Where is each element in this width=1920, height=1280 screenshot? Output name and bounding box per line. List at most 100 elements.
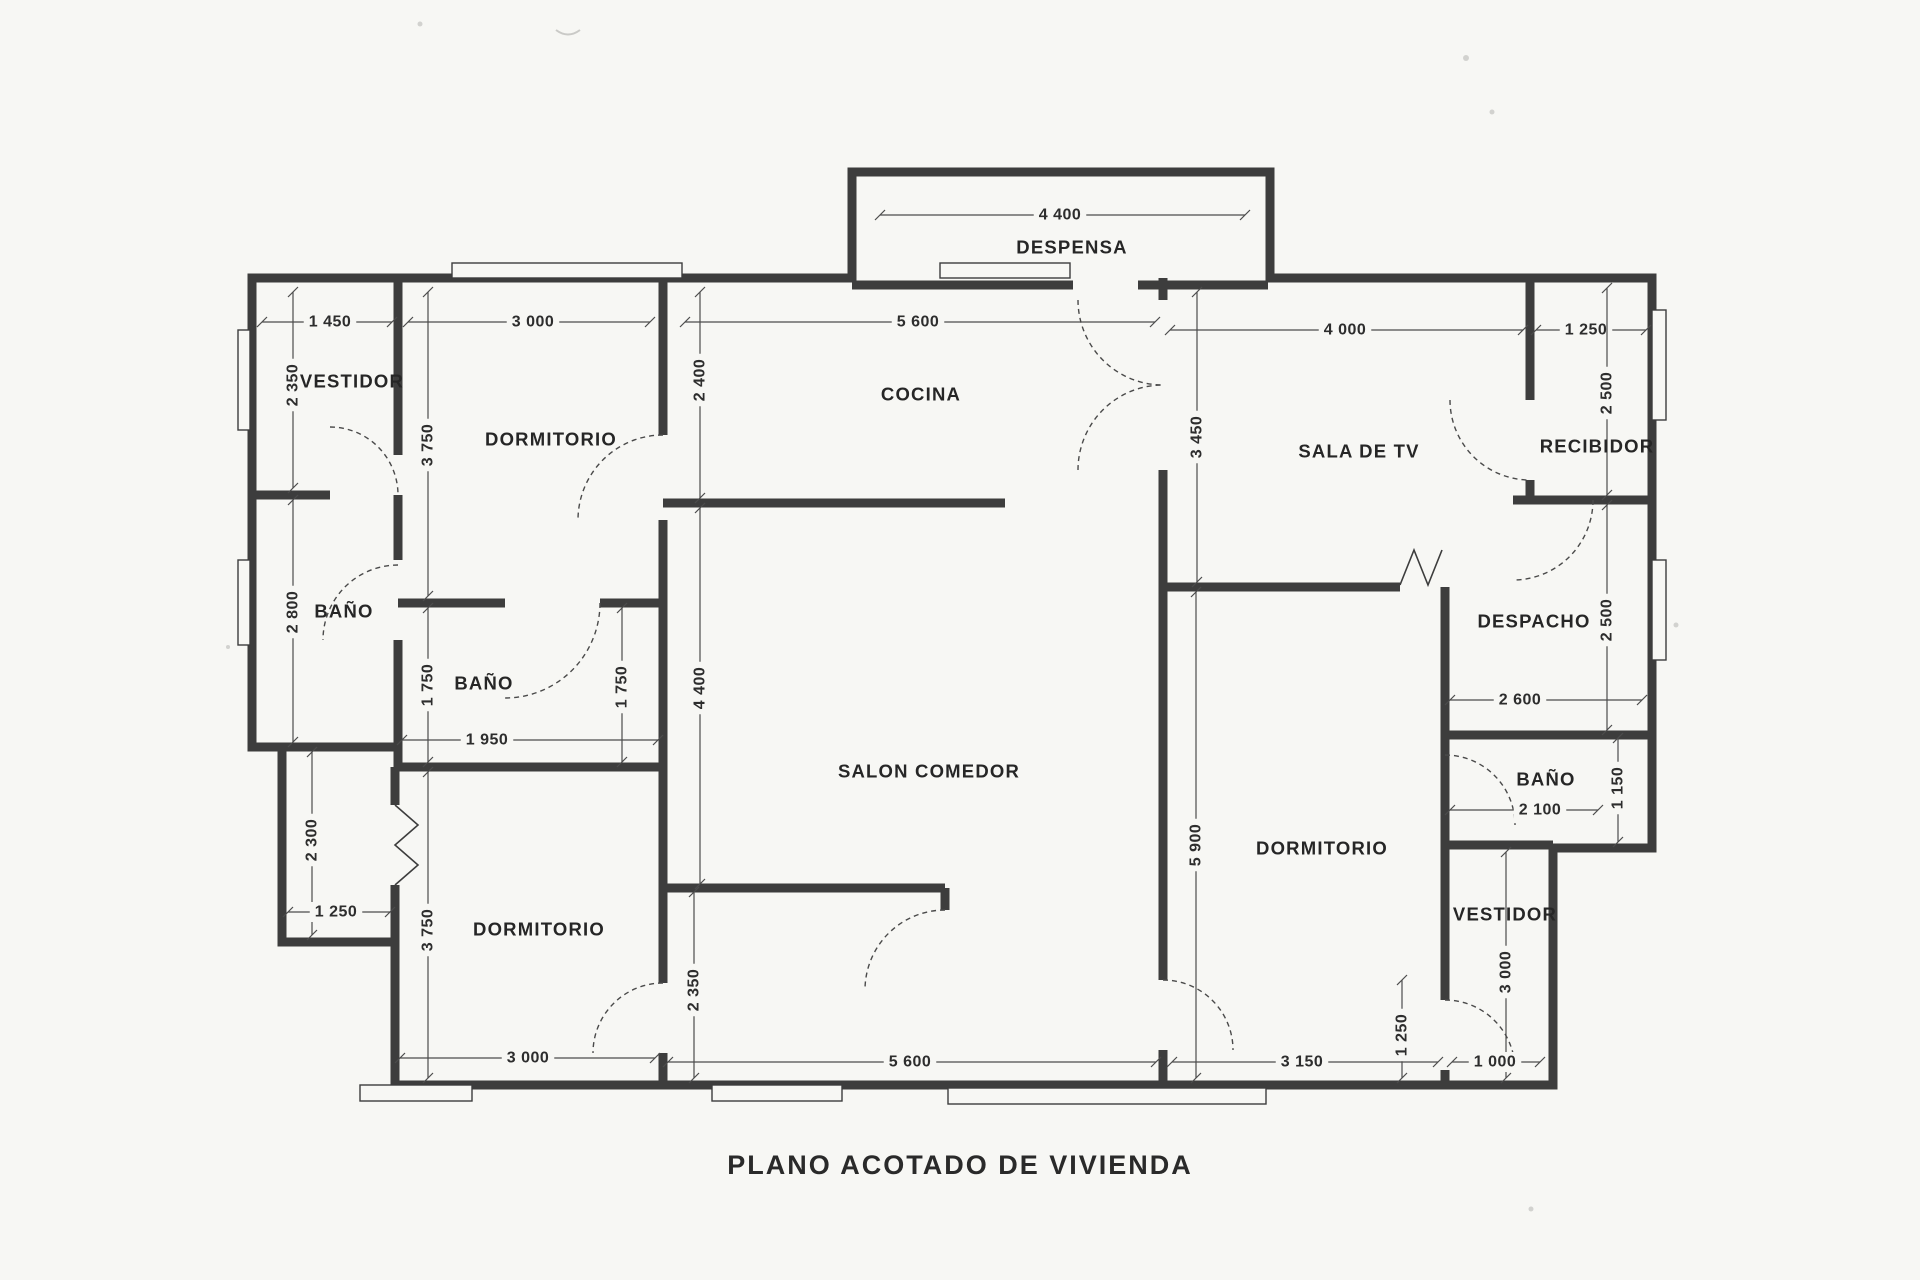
dimension-value: 3 000 xyxy=(512,314,555,331)
dimension-3000-2: 3 000 xyxy=(402,312,656,332)
dimension-value: 4 000 xyxy=(1324,322,1367,339)
dimension-5600-17: 5 600 xyxy=(662,1052,1162,1072)
dimension-1750-13: 1 750 xyxy=(612,602,632,768)
scan-speck xyxy=(1528,1206,1534,1212)
dimension-value: 1 000 xyxy=(1474,1054,1517,1071)
door-arc-dormitorio-bl xyxy=(592,982,664,1054)
dimension-value: 5 600 xyxy=(889,1054,932,1071)
dimension-1250-28: 1 250 xyxy=(282,902,396,922)
window xyxy=(1651,309,1667,421)
room-label-cocina-3: COCINA xyxy=(881,384,961,405)
door-arc-hall xyxy=(577,434,664,521)
room-label-bano-10: BAÑO xyxy=(1516,769,1575,790)
door-arc-bano-right xyxy=(1444,754,1516,826)
scan-speck xyxy=(417,21,423,27)
dimension-value: 3 750 xyxy=(420,424,437,467)
dimension-5600-1: 5 600 xyxy=(679,312,1161,332)
door-arc-dormitorio-right xyxy=(1162,979,1234,1051)
scan-speck xyxy=(226,645,230,649)
dimension-2500-20: 2 500 xyxy=(1597,499,1617,736)
dimension-2400-6: 2 400 xyxy=(690,286,710,504)
dimension-value: 2 350 xyxy=(285,364,302,407)
dimension-2350-16: 2 350 xyxy=(684,886,704,1084)
dimension-1000-26: 1 000 xyxy=(1446,1052,1546,1072)
dimension-2350-4: 2 350 xyxy=(283,286,303,494)
dimension-value: 4 400 xyxy=(1039,207,1082,224)
dimension-value: 1 150 xyxy=(1610,767,1627,810)
door-arc-bano-left xyxy=(322,564,399,641)
dimension-value: 1 250 xyxy=(1565,322,1608,339)
scan-speck xyxy=(1673,622,1679,628)
dimension-1150-22: 1 150 xyxy=(1608,732,1628,848)
door-arc-recibidor xyxy=(1449,399,1531,481)
room-label-recibidor-5: RECIBIDOR xyxy=(1540,436,1655,457)
window xyxy=(939,262,1071,279)
door-arc-double-upper xyxy=(1077,299,1164,386)
dimension-3000-30: 3 000 xyxy=(394,1048,661,1068)
dimension-value: 1 250 xyxy=(1394,1014,1411,1057)
dimension-value: 2 300 xyxy=(304,819,321,862)
room-label-sala-de-tv-4: SALA DE TV xyxy=(1298,441,1419,462)
scan-speck xyxy=(1463,55,1469,61)
window xyxy=(451,262,683,279)
dimension-value: 5 900 xyxy=(1188,824,1205,867)
door-arc-vestidor xyxy=(329,426,399,496)
room-labels-layer: DESPENSA VESTIDOR DORMITORIO COCINA SALA DE … xyxy=(300,237,1655,940)
window xyxy=(711,1084,843,1102)
dimension-value: 2 500 xyxy=(1599,372,1616,415)
dimension-value: 1 250 xyxy=(315,904,358,921)
window xyxy=(1651,559,1667,661)
dimension-value: 1 750 xyxy=(614,666,631,709)
dimension-value: 2 500 xyxy=(1599,599,1616,642)
folding-door-despacho xyxy=(1399,547,1443,588)
dimensions-layer: 4 400 5 600 3 000 1 450 2 350 3 750 2 400 4 000… xyxy=(256,205,1652,1084)
window xyxy=(237,329,251,431)
room-label-despacho-9: DESPACHO xyxy=(1477,611,1590,632)
window xyxy=(947,1087,1267,1105)
dimension-1450-3: 1 450 xyxy=(256,312,398,332)
dimension-2600-19: 2 600 xyxy=(1444,690,1648,710)
scan-squiggle xyxy=(555,29,581,36)
dimension-2800-11: 2 800 xyxy=(283,494,303,748)
dimension-value: 3 750 xyxy=(420,909,437,952)
dimension-value: 3 150 xyxy=(1281,1054,1324,1071)
door-arc-vestidor-right xyxy=(1444,999,1516,1071)
dimension-value: 3 000 xyxy=(1498,951,1515,994)
dimension-1950-14: 1 950 xyxy=(396,730,664,750)
dimension-value: 5 600 xyxy=(897,314,940,331)
dimension-value: 1 750 xyxy=(420,664,437,707)
dimension-5900-18: 5 900 xyxy=(1186,586,1206,1084)
dimension-3450-10: 3 450 xyxy=(1187,286,1207,588)
door-arc-salon-bottom xyxy=(864,909,946,991)
room-label-despensa-0: DESPENSA xyxy=(1016,237,1127,258)
dimension-4400-0: 4 400 xyxy=(874,205,1251,225)
room-label-bano-7: BAÑO xyxy=(454,673,513,694)
room-label-bano-6: BAÑO xyxy=(314,601,373,622)
dimension-value: 2 400 xyxy=(692,359,709,402)
door-arc-entrance xyxy=(1512,499,1594,581)
dimension-1750-12: 1 750 xyxy=(418,602,438,768)
dimension-4400-15: 4 400 xyxy=(690,502,710,890)
dimension-3750-29: 3 750 xyxy=(418,766,438,1084)
plan-title: PLANO ACOTADO DE VIVIENDA xyxy=(727,1150,1193,1180)
dimension-1250-8: 1 250 xyxy=(1530,320,1652,340)
walls-inner-line xyxy=(252,172,1652,1085)
room-label-dormitorio-13: DORMITORIO xyxy=(473,919,605,940)
scan-speck xyxy=(1489,109,1495,115)
dimension-value: 1 450 xyxy=(309,314,352,331)
room-label-dormitorio-2: DORMITORIO xyxy=(485,429,617,450)
dimension-2500-9: 2 500 xyxy=(1597,282,1617,501)
room-label-salon-comedor-8: SALON COMEDOR xyxy=(838,761,1020,782)
dimension-value: 3 000 xyxy=(507,1050,550,1067)
room-label-vestidor-12: VESTIDOR xyxy=(1453,904,1557,925)
dimension-3150-25: 3 150 xyxy=(1166,1052,1444,1072)
dimension-value: 1 950 xyxy=(466,732,509,749)
window xyxy=(359,1084,473,1102)
dimension-3000-23: 3 000 xyxy=(1496,846,1516,1084)
window xyxy=(237,559,251,646)
dimension-value: 4 400 xyxy=(692,667,709,710)
dimension-4000-7: 4 000 xyxy=(1164,320,1529,340)
door-arc-bano-mid xyxy=(504,602,601,699)
